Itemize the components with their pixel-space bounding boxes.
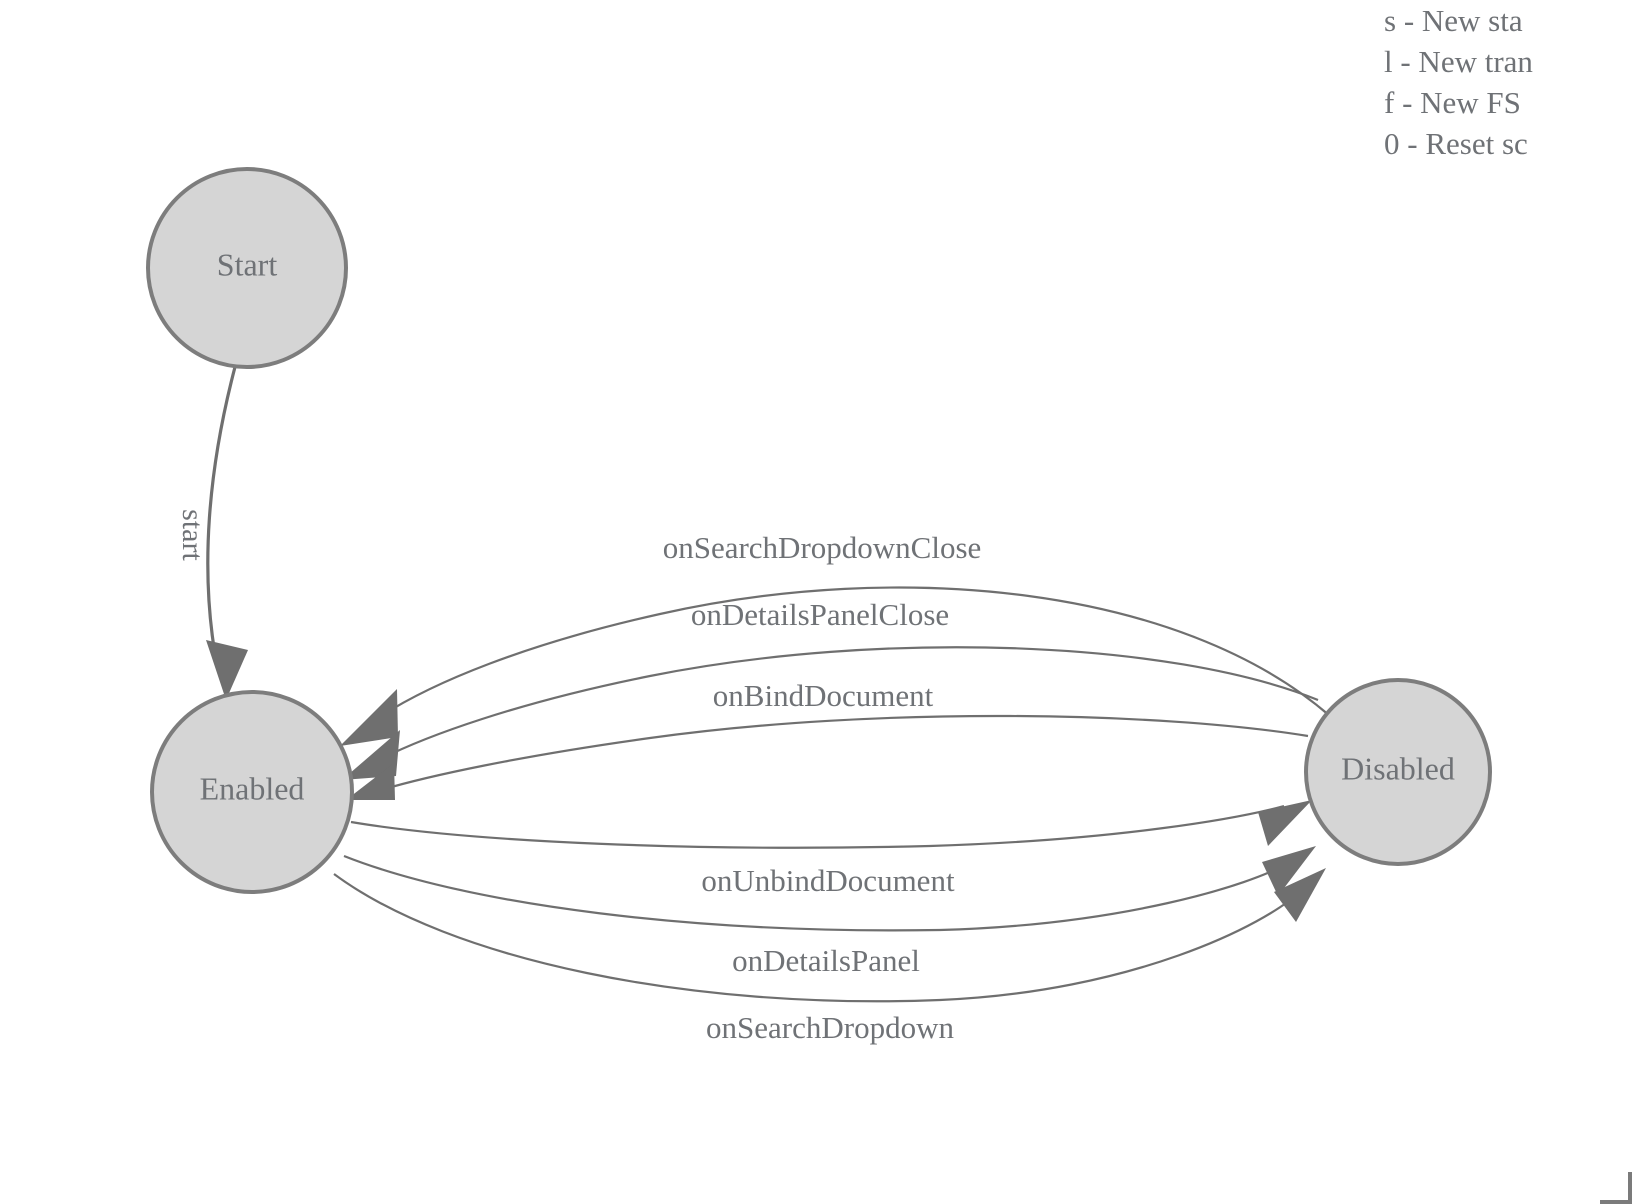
- arrowhead-onUnbindDocument: [1258, 800, 1312, 846]
- edge-group-enabled-to-disabled: [333, 800, 1326, 1003]
- edge-label-onBindDocument: onBindDocument: [713, 678, 934, 713]
- arrowhead-onSearchDropdown: [1274, 868, 1326, 922]
- arrowhead-onSearchDropdownClose: [340, 689, 398, 746]
- edge-onBindDocument[interactable]: [380, 714, 1309, 792]
- edge-label-onDetailsPanelClose: onDetailsPanelClose: [691, 597, 949, 632]
- node-start[interactable]: Start: [146, 167, 348, 369]
- keyboard-shortcut-legend: s - New sta l - New tran f - New FS 0 - …: [1384, 0, 1632, 164]
- edge-onUnbindDocument[interactable]: [350, 804, 1285, 849]
- legend-line-new-fsm: f - New FS: [1384, 85, 1521, 120]
- edge-onSearchDropdown[interactable]: [333, 873, 1303, 1003]
- node-disabled-label: Disabled: [1341, 750, 1455, 786]
- node-enabled[interactable]: Enabled: [150, 690, 354, 894]
- edge-label-onSearchDropdownClose: onSearchDropdownClose: [663, 530, 982, 565]
- edge-start[interactable]: [206, 366, 237, 661]
- arrowhead-onDetailsPanel: [1262, 846, 1316, 896]
- arrowhead-onDetailsPanelClose: [342, 730, 400, 780]
- legend-line-new-state: s - New sta: [1384, 3, 1523, 38]
- edge-group-start-to-enabled: [206, 366, 248, 700]
- arrowhead-onBindDocument: [346, 763, 395, 800]
- node-disabled-circle[interactable]: [1304, 678, 1492, 866]
- edge-label-onUnbindDocument: onUnbindDocument: [701, 863, 955, 898]
- node-enabled-circle[interactable]: [150, 690, 354, 894]
- node-start-circle[interactable]: [146, 167, 348, 369]
- edge-label-onDetailsPanel: onDetailsPanel: [732, 943, 920, 978]
- arrowhead-start: [206, 640, 248, 700]
- node-enabled-label: Enabled: [200, 770, 305, 806]
- edge-onDetailsPanel[interactable]: [343, 854, 1291, 932]
- resize-corner-mark[interactable]: [1600, 1172, 1632, 1204]
- node-start-label: Start: [217, 246, 278, 282]
- edge-label-start: start: [176, 509, 209, 561]
- edge-onSearchDropdownClose[interactable]: [371, 586, 1331, 723]
- edge-label-onSearchDropdown: onSearchDropdown: [706, 1010, 954, 1045]
- legend-line-reset-scale: 0 - Reset sc: [1384, 126, 1528, 161]
- legend-line-new-transition: l - New tran: [1384, 44, 1533, 79]
- edge-group-disabled-to-enabled: [340, 586, 1331, 800]
- edge-onDetailsPanelClose[interactable]: [374, 646, 1319, 763]
- node-disabled[interactable]: Disabled: [1304, 678, 1492, 866]
